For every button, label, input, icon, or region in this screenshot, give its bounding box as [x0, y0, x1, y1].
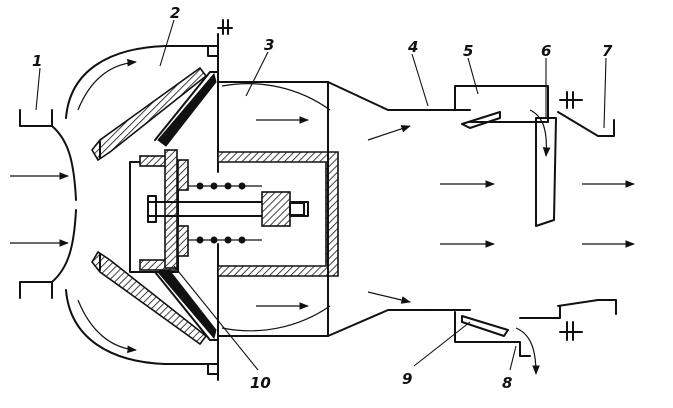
- flange-bolt-icon: [217, 19, 233, 35]
- duct-body: [217, 81, 617, 337]
- inlet-hood: [19, 45, 209, 365]
- callout-9: 9: [402, 370, 412, 388]
- deflector-plate: [535, 117, 557, 227]
- callout-8: 8: [502, 374, 512, 392]
- inlet-flow-arrows: [10, 58, 137, 354]
- lower-dust-chamber: [454, 305, 561, 357]
- flow-arrow-icon: [77, 58, 137, 111]
- callout-5: 5: [463, 42, 473, 60]
- callout-3: 3: [264, 36, 274, 54]
- rotor-blades: [91, 66, 208, 346]
- bearing-housing: [129, 149, 189, 273]
- leader-lines: [35, 19, 607, 371]
- flow-arrow-icon: [367, 125, 411, 141]
- flange-bolt-icon: [559, 321, 583, 341]
- callout-7: 7: [602, 42, 613, 60]
- callout-10: 10: [250, 374, 271, 392]
- callout-4: 4: [407, 38, 418, 56]
- rotating-drum: [221, 83, 331, 332]
- callout-labels: 1 2 3 4 5 6 7 8 9 10: [32, 4, 613, 392]
- duct-flow-arrows: [256, 109, 635, 375]
- flange-bolt-icon: [559, 91, 583, 109]
- shaft: [147, 191, 309, 227]
- cone-hub: [154, 71, 219, 341]
- flow-arrow-icon: [77, 299, 137, 354]
- flow-arrow-icon: [515, 327, 540, 375]
- flow-arrow-icon: [529, 109, 551, 157]
- callout-1: 1: [32, 52, 42, 70]
- upper-dust-chamber: [454, 85, 549, 129]
- callout-6: 6: [541, 42, 551, 60]
- flow-arrow-icon: [367, 291, 411, 304]
- spring-coil-icon: [188, 182, 262, 244]
- callout-2: 2: [170, 4, 180, 22]
- inner-casing: [217, 151, 339, 277]
